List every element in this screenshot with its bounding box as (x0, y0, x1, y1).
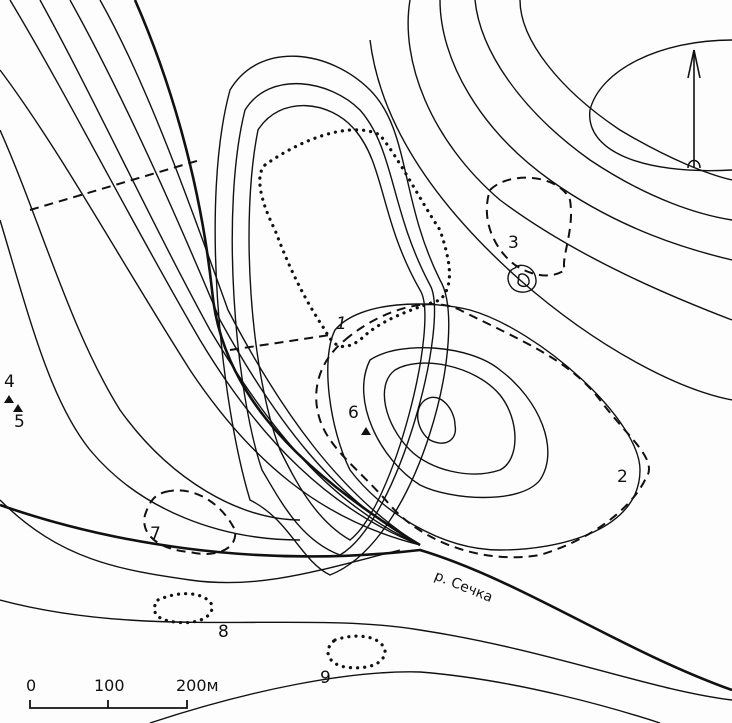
section-line-2 (229, 334, 331, 351)
site-8-outline (152, 592, 214, 625)
scale-label-200: 200м (176, 676, 219, 695)
scale-label-0: 0 (26, 676, 37, 695)
site-label-9: 9 (320, 668, 331, 688)
site-3-outline (485, 176, 572, 277)
site-label-6: 6 (348, 403, 359, 423)
site-label-1: 1 (336, 314, 347, 334)
site-4-triangle-icon (4, 395, 14, 403)
contour-line-south-2 (149, 671, 661, 723)
contour-lines-hill (214, 55, 641, 576)
section-line (29, 159, 201, 211)
site-label-7: 7 (150, 524, 161, 544)
site-9-outline (326, 634, 387, 670)
site-label-4: 4 (4, 372, 15, 392)
site-5-triangle-icon (13, 404, 23, 412)
site-7-outline (143, 489, 237, 555)
site-2-outline (315, 303, 650, 559)
site-label-5: 5 (14, 412, 25, 432)
site-label-8: 8 (218, 622, 229, 642)
site-label-2: 2 (617, 467, 628, 487)
contour-lines-south (0, 599, 732, 701)
north-arrow-icon (687, 49, 701, 169)
site-label-3: 3 (508, 233, 519, 253)
contour-lines-west (0, 0, 421, 584)
river-sechka (0, 503, 732, 692)
site-1-outline (258, 128, 452, 349)
scale-bar (29, 700, 188, 709)
scale-label-100: 100 (94, 676, 125, 695)
site-6-triangle-icon (361, 427, 371, 435)
contour-lines-east (369, 0, 732, 401)
